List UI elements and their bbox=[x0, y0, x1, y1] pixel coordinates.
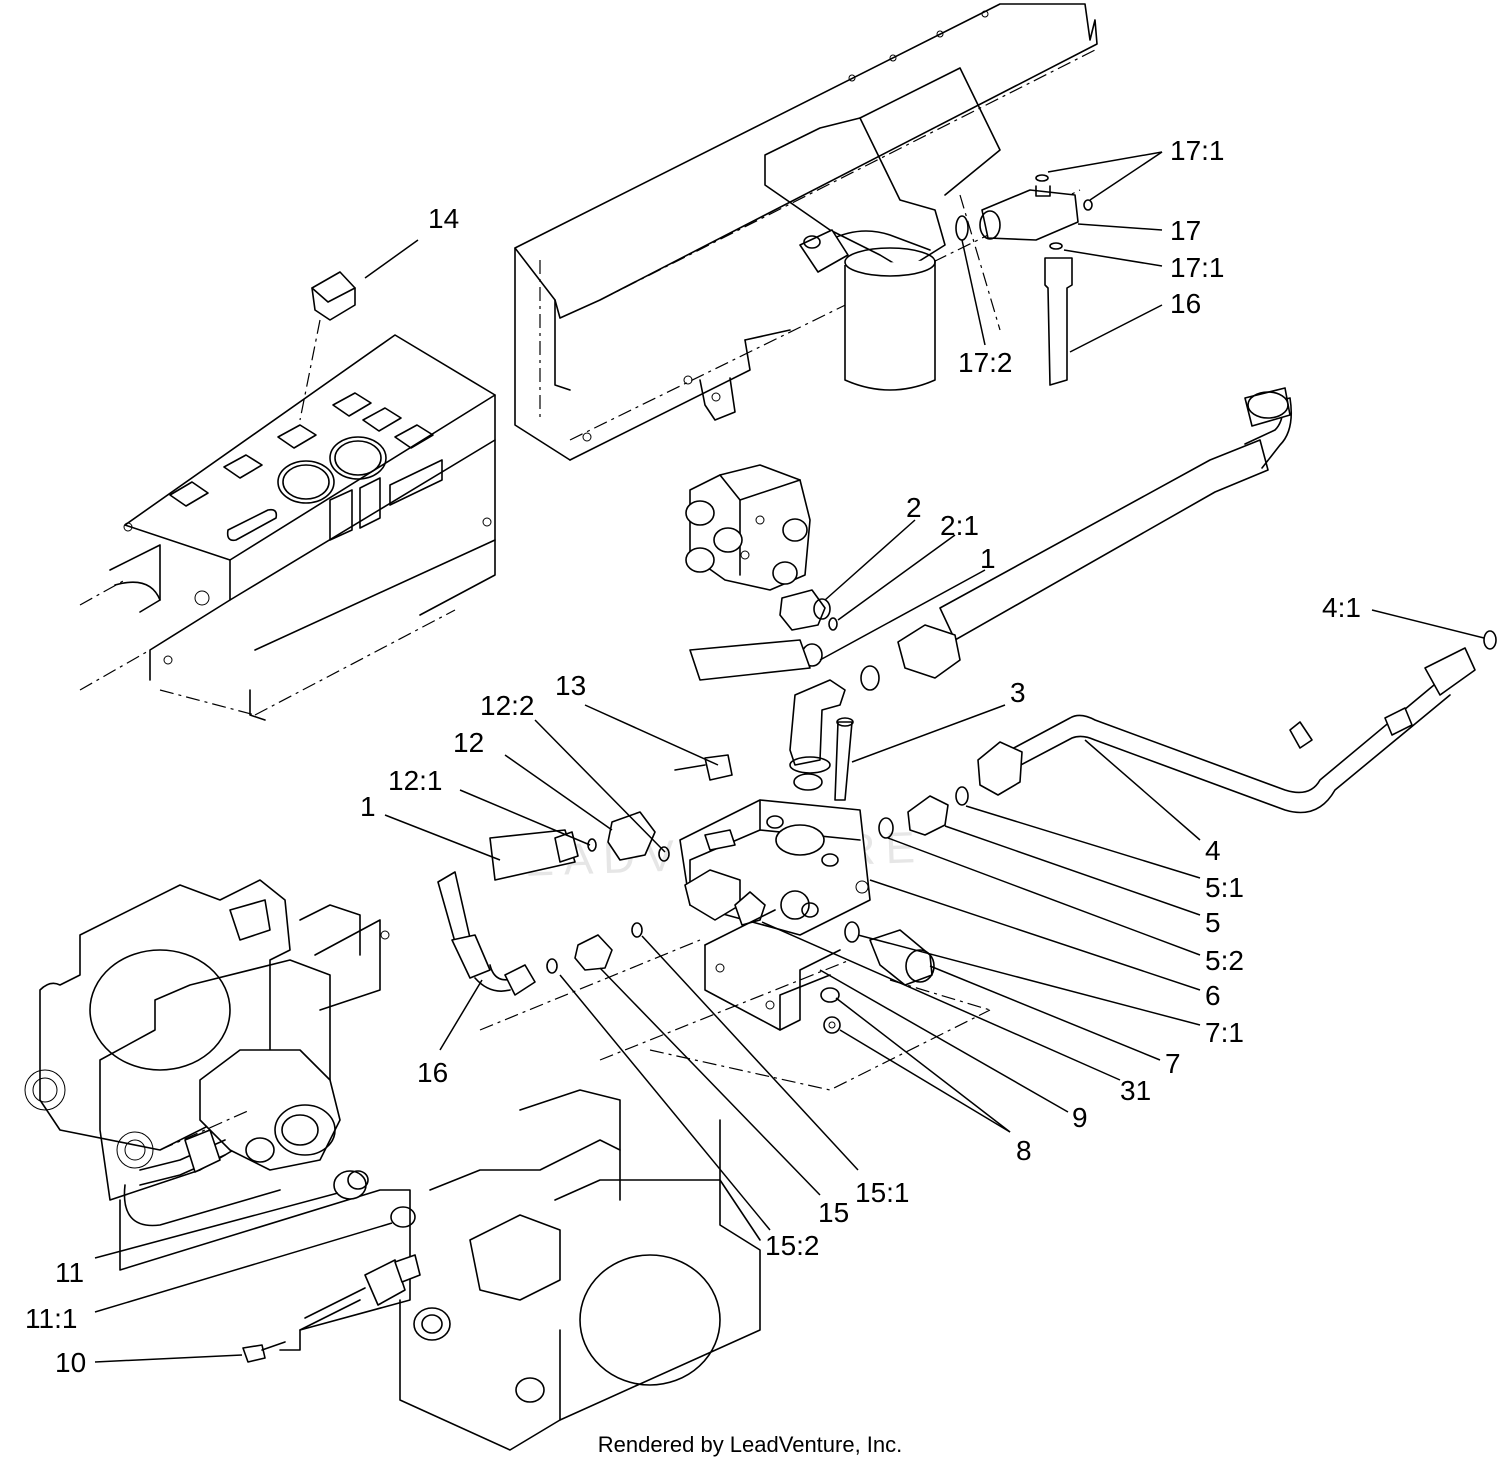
manifold-block bbox=[679, 799, 871, 1031]
callout-16-top: 16 bbox=[1170, 288, 1201, 319]
callout-5-2: 5:2 bbox=[1205, 945, 1244, 976]
callout-15: 15 bbox=[818, 1197, 849, 1228]
callout-11: 11 bbox=[55, 1257, 84, 1288]
callout-15-2: 15:2 bbox=[765, 1230, 820, 1261]
callout-11-1: 11:1 bbox=[25, 1303, 77, 1334]
callout-7: 7 bbox=[1165, 1048, 1181, 1079]
nut-washer-8 bbox=[820, 987, 841, 1034]
callout-17-2: 17:2 bbox=[958, 347, 1013, 378]
callout-12-2: 12:2 bbox=[480, 690, 535, 721]
callout-12-1: 12:1 bbox=[388, 765, 443, 796]
callout-8: 8 bbox=[1016, 1135, 1032, 1166]
callout-17-1-b: 17:1 bbox=[1170, 252, 1225, 283]
callout-5-1: 5:1 bbox=[1205, 872, 1244, 903]
left-fittings bbox=[489, 811, 670, 881]
callout-17-1-a: 17:1 bbox=[1170, 135, 1225, 166]
callout-5: 5 bbox=[1205, 907, 1221, 938]
leader-lines bbox=[94, 151, 1485, 1363]
hose-assembly-upper bbox=[689, 387, 1293, 791]
callout-labels: 17:1 17 17:1 16 17:2 14 2 2:1 1 4:1 3 13… bbox=[25, 135, 1361, 1378]
callout-2: 2 bbox=[906, 492, 922, 523]
callout-13: 13 bbox=[555, 670, 586, 701]
callout-4-1: 4:1 bbox=[1322, 592, 1361, 623]
fitting-7 bbox=[844, 921, 935, 986]
upper-control-valve bbox=[685, 464, 811, 591]
pin-3 bbox=[834, 717, 854, 801]
callout-15-1: 15:1 bbox=[855, 1177, 910, 1208]
sensor-13 bbox=[674, 754, 733, 781]
frame-rail-assembly bbox=[514, 3, 1098, 461]
callout-14: 14 bbox=[428, 203, 459, 234]
render-credit: Rendered by LeadVenture, Inc. bbox=[597, 1432, 903, 1457]
callout-12: 12 bbox=[453, 727, 484, 758]
callout-16-left: 16 bbox=[417, 1057, 448, 1088]
callout-3: 3 bbox=[1010, 677, 1026, 708]
control-panel-housing bbox=[79, 271, 496, 721]
callout-1-right: 1 bbox=[980, 543, 996, 574]
callout-4: 4 bbox=[1205, 835, 1221, 866]
callout-10: 10 bbox=[55, 1347, 86, 1378]
hose-16-left bbox=[437, 871, 643, 996]
callout-31: 31 bbox=[1120, 1075, 1151, 1106]
callout-9: 9 bbox=[1072, 1102, 1088, 1133]
callout-2-1: 2:1 bbox=[940, 510, 979, 541]
callout-6: 6 bbox=[1205, 980, 1221, 1011]
callout-7-1: 7:1 bbox=[1205, 1017, 1244, 1048]
callout-17: 17 bbox=[1170, 215, 1201, 246]
tube-4 bbox=[878, 630, 1497, 839]
callout-1-left: 1 bbox=[360, 791, 376, 822]
lower-pump-assembly bbox=[24, 879, 991, 1451]
